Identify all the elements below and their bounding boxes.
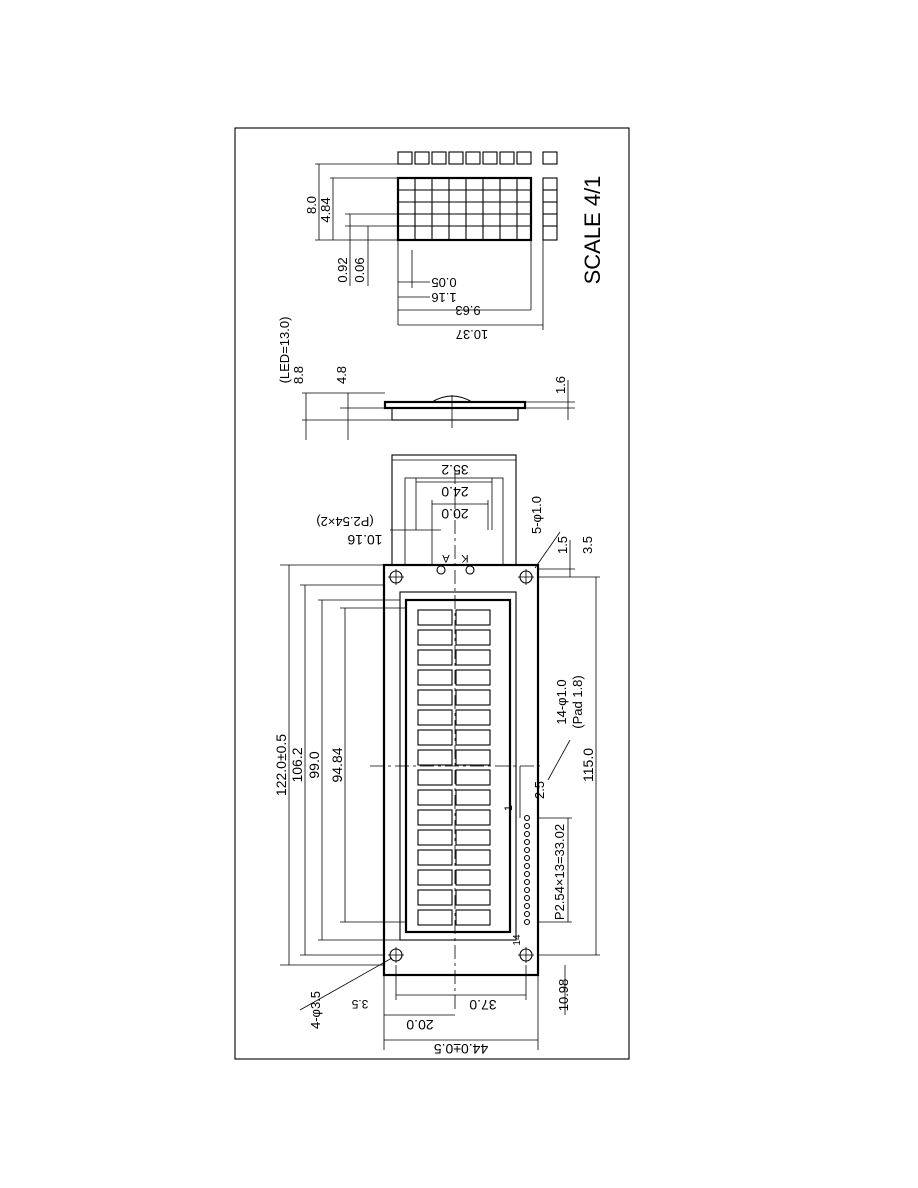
dim-37-0: 37.0 xyxy=(469,997,496,1013)
drawing-frame xyxy=(234,127,630,1060)
cursor-row xyxy=(397,151,558,165)
dim-24-0: 24.0 xyxy=(441,484,468,500)
scale-label: SCALE 4/1 xyxy=(580,176,605,285)
dim-115-0: 115.0 xyxy=(580,748,596,782)
dim-122-0: 122.0±0.5 xyxy=(273,734,289,796)
pin-label-14: 14 xyxy=(512,934,523,946)
led-note: (LED=13.0) xyxy=(277,317,292,384)
dim-20-0-top: 20.0 xyxy=(441,506,468,522)
dim-0-92: 0.92 xyxy=(335,257,350,282)
dim-1-6: 1.6 xyxy=(553,376,568,394)
dim-35-2: 35.2 xyxy=(441,462,468,478)
pin-label-a: A xyxy=(442,552,450,564)
main-view: A K 1 14 xyxy=(273,454,600,1057)
dim-9-63: 9.63 xyxy=(455,303,480,318)
mounting-holes xyxy=(388,569,534,963)
backlight-pads: A K xyxy=(436,552,475,575)
dim-pin-pitch: P2.54×13=33.02 xyxy=(552,824,567,920)
dim-2-5: 2.5 xyxy=(532,781,547,799)
dim-94-84: 94.84 xyxy=(329,747,345,782)
dim-10-98: 10.98 xyxy=(556,979,571,1012)
dim-8-8: 8.8 xyxy=(291,366,306,384)
dim-106-2: 106.2 xyxy=(289,747,305,782)
dim-0-06: 0.06 xyxy=(352,257,367,282)
dim-44-0: 44.0±0.5 xyxy=(434,1041,489,1057)
pin-label-1: 1 xyxy=(503,805,515,811)
dim-14-phi-1-0: 14-φ1.0 xyxy=(554,679,569,724)
dim-0-05: 0.05 xyxy=(431,275,456,290)
dim-1-5: 1.5 xyxy=(555,536,570,554)
dim-p2-54x2: (P2.54×2) xyxy=(316,514,373,529)
character-cells xyxy=(417,609,491,926)
mount-hole-callout: 4-φ3.5 xyxy=(308,991,323,1029)
dim-10-16: 10.16 xyxy=(347,532,382,548)
dim-pad-1-8: (Pad 1.8) xyxy=(570,675,585,728)
character-detail: 8.0 4.84 0.92 0.06 0.05 1.16 9.63 10.37 … xyxy=(304,151,605,342)
dim-1-16: 1.16 xyxy=(431,290,456,305)
pin-label-k: K xyxy=(461,552,469,564)
dim-4-8: 4.8 xyxy=(334,366,349,384)
dot-matrix xyxy=(396,176,558,242)
dim-99-0: 99.0 xyxy=(306,751,322,778)
dim-20-0-bottom: 20.0 xyxy=(406,1017,433,1033)
dim-10-37: 10.37 xyxy=(456,327,489,342)
dim-4-84: 4.84 xyxy=(318,197,333,222)
dim-3-5-right: 3.5 xyxy=(580,536,595,554)
dim-5-phi-1-0: 5-φ1.0 xyxy=(529,496,544,534)
connector-pins: 1 14 xyxy=(503,805,531,946)
side-view: (LED=13.0) 8.8 4.8 1.6 xyxy=(277,317,575,440)
dim-8-0: 8.0 xyxy=(304,196,319,214)
dim-3-5-bottom: 3.5 xyxy=(351,997,368,1011)
